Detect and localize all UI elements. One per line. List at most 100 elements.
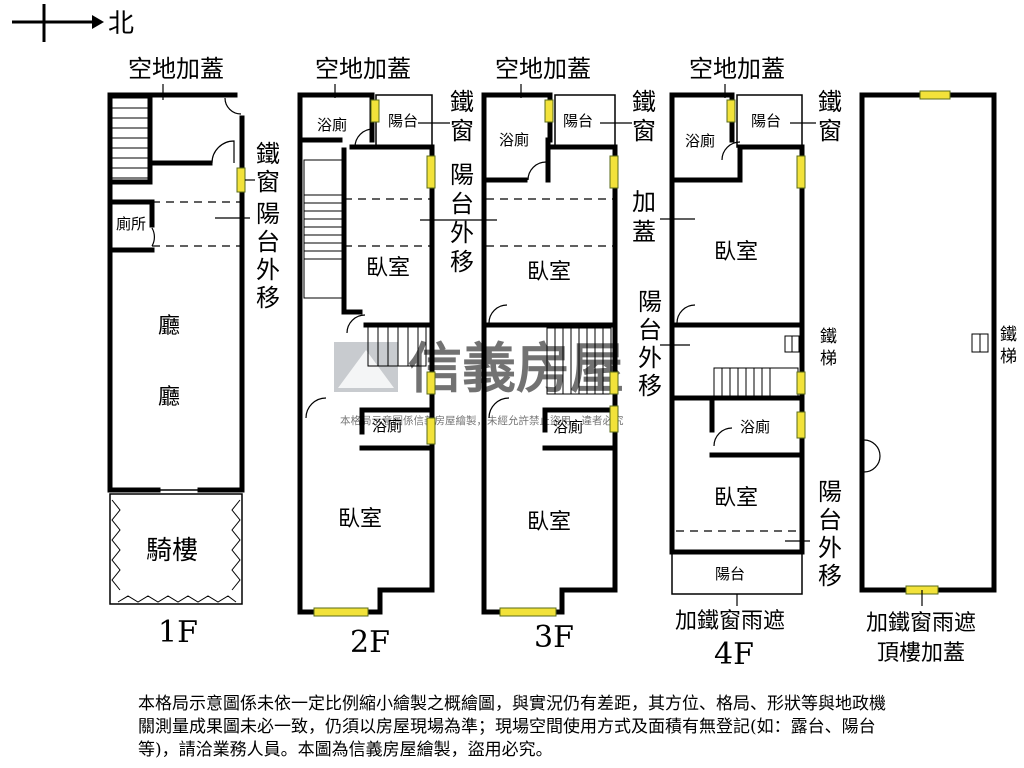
floor-3f-label: 3F <box>534 620 574 655</box>
floor-3f-bath-door-icon <box>527 161 547 181</box>
floor-1f-top-note: 空地加蓋 <box>128 55 224 83</box>
floor-4f-balcony-bottom-label: 陽台 <box>715 565 745 583</box>
floor-4f-side-note3-4: 移 <box>818 562 842 590</box>
floor-4f-bottom-note: 加鐵窗雨遮 <box>675 609 785 634</box>
floor-4f-stair-note-1: 鐵 <box>820 327 837 347</box>
floor-1f-toilet-walls <box>109 199 155 253</box>
floor-roof-stair-note-1: 鐵 <box>1000 325 1017 345</box>
floor-1f-arcade-label: 騎樓 <box>146 536 198 566</box>
floor-3f-door-icon <box>488 304 508 324</box>
floor-4f-side-note-mid-2: 蓋 <box>632 218 656 246</box>
floor-2f-side-note-1: 鐵 <box>450 88 474 116</box>
floor-roof-top-window <box>919 90 951 100</box>
floor-2f-bath-mid-label: 浴廁 <box>372 417 402 435</box>
north-arrow-icon <box>92 15 104 29</box>
floor-1f-side-note-2: 窗 <box>256 168 280 196</box>
floor-3f-balcony-label: 陽台 <box>563 112 593 130</box>
floor-3f-side-note-1: 鐵 <box>632 88 656 116</box>
floor-3f-top-wall <box>481 92 553 143</box>
floor-2f-window-upper <box>426 155 436 189</box>
floor-4f-side-note2-3: 外 <box>638 344 662 372</box>
floor-4f-side-note3-2: 台 <box>818 506 842 534</box>
floor-4f-label: 4F <box>714 637 754 672</box>
floor-2f-door-icon <box>346 314 366 334</box>
floor-4f-bath-window <box>726 99 736 123</box>
floor-2f: 空地加蓋 浴廁 陽台 臥室 <box>297 55 497 660</box>
watermark-brand: 信義房屋 <box>408 336 624 400</box>
floor-4f-side-note2-4: 移 <box>638 372 662 400</box>
floor-2f-stair <box>303 159 343 299</box>
floor-2f-top-note: 空地加蓋 <box>315 55 411 83</box>
floor-1f-stair <box>111 97 151 185</box>
floor-4f-stair-note-2: 梯 <box>820 349 837 369</box>
floor-2f-bath-window <box>370 99 380 123</box>
floor-4f-stair <box>713 367 799 397</box>
floor-2f-side-note2-1: 陽 <box>450 161 474 189</box>
floor-1f-side-note-1: 鐵 <box>256 140 280 168</box>
floor-3f-stair <box>546 327 612 395</box>
floor-1f-living-label-1: 廳 <box>158 314 180 339</box>
floor-3f-bath-mid-label: 浴廁 <box>553 418 583 436</box>
floor-3f-front-window <box>499 607 557 617</box>
floor-4f-side-note2-2: 台 <box>638 316 662 344</box>
floor-2f-label: 2F <box>350 625 390 660</box>
floor-2f-top-wall <box>297 92 375 143</box>
floor-3f-bedroom1-label: 臥室 <box>527 260 571 285</box>
watermark: 信義房屋 本格局示意圖係信義房屋繪製，未經允許禁止盜用，違者必究 <box>334 336 624 427</box>
floor-4f-side-note3-1: 陽 <box>818 478 842 506</box>
floor-4f-bath-top-label: 浴廁 <box>685 132 715 150</box>
watermark-logo-mark <box>338 350 394 388</box>
floor-3f-top-note: 空地加蓋 <box>495 55 591 83</box>
floor-4f-window-mid <box>796 371 806 395</box>
floor-1f-arcade-grille-left <box>111 499 121 591</box>
floor-1f-toilet-door-icon <box>151 227 156 247</box>
floor-3f-side-note-2: 窗 <box>632 117 656 145</box>
floor-2f-bath-top-label: 浴廁 <box>317 116 347 134</box>
floor-3f-bath-mid-walls <box>542 407 618 451</box>
floor-2f-balcony-label: 陽台 <box>388 112 418 130</box>
floor-roof-stair-note-2: 梯 <box>1000 347 1017 367</box>
floor-4f-side-note-mid-1: 加 <box>632 188 656 216</box>
floor-2f-bath-wall <box>299 137 435 150</box>
floor-2f-mid-door-icon <box>305 397 327 419</box>
floor-2f-bedroom1-label: 臥室 <box>366 256 410 281</box>
floor-4f-bath-mid-door-icon <box>713 427 733 447</box>
floor-2f-side-note2-2: 台 <box>450 190 474 218</box>
floor-1f-door-icon <box>211 140 235 164</box>
floor-4f-bath-mid-window <box>796 411 806 439</box>
floor-1f-arcade-grille-right <box>231 499 241 591</box>
floor-3f-bedroom2-label: 臥室 <box>527 510 571 535</box>
floor-3f-bath-top-label: 浴廁 <box>499 131 529 149</box>
floor-roof-outer-wall <box>859 92 997 593</box>
floor-1f-top-door-icon <box>224 97 242 115</box>
floor-2f-window-mid <box>426 371 436 395</box>
floor-3f-bath-mid-window <box>609 405 619 433</box>
floor-3f-bath-window <box>544 99 554 123</box>
floor-roof-bottom-note-1: 加鐵窗雨遮 <box>866 611 976 636</box>
floor-1f-side-note2-3: 外 <box>256 256 280 284</box>
floor-4f-top-wall <box>669 92 735 143</box>
floor-3f-window-mid <box>609 371 619 395</box>
disclaimer: 本格局示意圖係未依一定比例縮小繪製之概繪圖，與實況仍有差距，其方位、格局、形狀等… <box>138 694 886 760</box>
floor-4f-side-note-2: 窗 <box>818 117 842 145</box>
floor-1f-stair-box <box>111 97 151 185</box>
north-label: 北 <box>108 9 134 39</box>
floor-2f-bath-mid-walls <box>359 407 435 451</box>
floor-roof-bottom-note-2: 頂樓加蓋 <box>877 641 965 666</box>
floor-4f-balcony-label: 陽台 <box>751 112 781 130</box>
floor-2f-bath-mid-window <box>426 417 436 445</box>
floor-2f-side-note2-3: 外 <box>450 219 474 247</box>
floor-2f-outer-wall <box>297 92 435 615</box>
floor-3f-bath-walls <box>483 137 618 183</box>
floor-4f: 空地加蓋 浴廁 陽台 臥室 鐵 梯 浴廁 <box>632 55 842 672</box>
floor-1f-living-label-2: 廳 <box>158 385 180 410</box>
floor-1f-side-note2-1: 陽 <box>256 200 280 228</box>
floor-1f: 空地加蓋 廁所 鐵 窗 <box>107 55 280 650</box>
floor-4f-door-icon <box>676 304 696 324</box>
floor-2f-front-window <box>313 607 369 617</box>
floor-roof: 鐵 梯 加鐵窗雨遮 頂樓加蓋 <box>859 90 1017 666</box>
floor-1f-stair-wall <box>109 97 153 185</box>
floor-4f-bedroom2-label: 臥室 <box>714 486 758 511</box>
floor-2f-bedroom2-label: 臥室 <box>338 507 382 532</box>
